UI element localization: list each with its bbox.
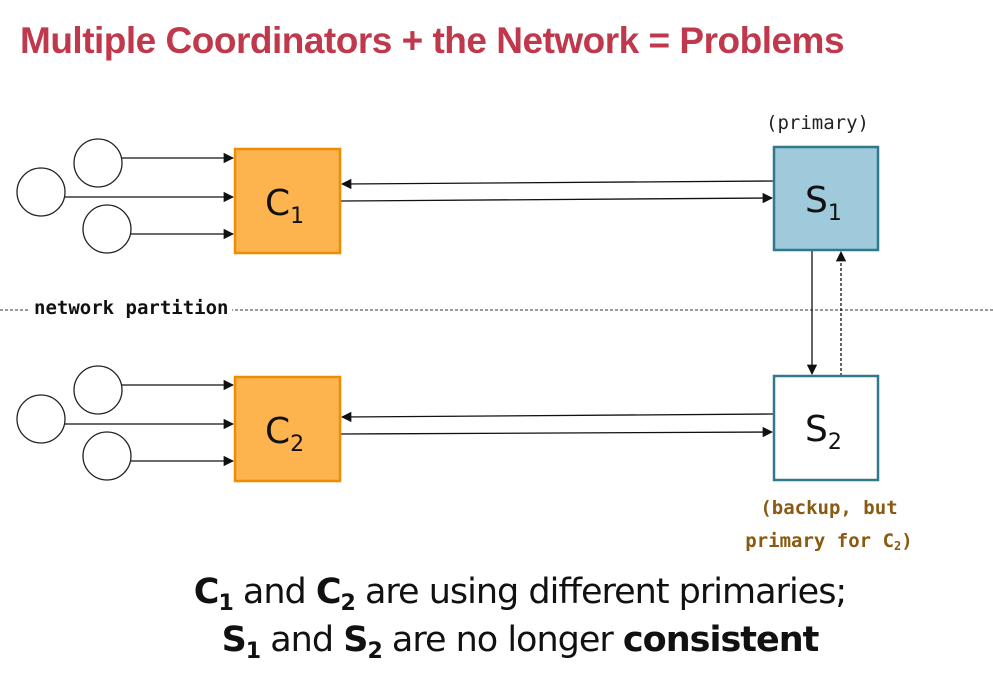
client-circle: [73, 138, 123, 188]
backup-line2-suffix: ): [901, 530, 913, 552]
caption-and: and: [260, 620, 344, 660]
backup-line2-sub: 2: [894, 539, 902, 553]
caption-c1: C1: [193, 572, 234, 616]
backup-label-line1: (backup, but: [760, 497, 898, 519]
c2-label: C2: [265, 411, 304, 457]
caption-line-1: C1 and C2 are using different primaries;: [0, 572, 993, 616]
s1-label: S1: [805, 180, 842, 226]
client-circle: [16, 394, 66, 444]
c2-to-s2-arrow: [340, 426, 774, 438]
coordinator-c2: C2: [233, 375, 342, 483]
backup-line2-prefix: primary for C: [745, 530, 895, 552]
caption-consistent: consistent: [622, 620, 819, 660]
caption-s2: S2: [343, 620, 383, 664]
server-s1: S1: [772, 145, 880, 252]
slide-title: Multiple Coordinators + the Network = Pr…: [20, 20, 845, 61]
primary-label: (primary): [766, 112, 869, 134]
caption-rest: are no longer: [381, 620, 623, 660]
client-circle: [73, 365, 123, 415]
client-circle: [82, 431, 132, 481]
s2-to-c2-arrow: [340, 411, 775, 423]
caption-s1: S1: [221, 620, 262, 664]
client-circle: [82, 204, 132, 254]
s1-to-c1-arrow: [340, 178, 775, 190]
caption-and: and: [232, 572, 316, 612]
caption-line-2: S1 and S2 are no longer consistent: [0, 620, 993, 664]
server-s2: S2: [772, 374, 880, 482]
backup-label: (backup, but primary for C2): [700, 492, 958, 563]
c1-label: C1: [265, 183, 304, 229]
caption-c2: C2: [315, 572, 356, 616]
s2-label: S2: [805, 409, 842, 455]
backup-label-line2: primary for C2): [700, 525, 958, 563]
c1-to-s1-arrow: [340, 192, 774, 204]
coordinator-c1: C1: [233, 147, 342, 255]
caption-rest: are using different primaries;: [354, 572, 847, 612]
client-circle: [16, 167, 66, 217]
network-partition-label: network partition: [30, 297, 233, 319]
